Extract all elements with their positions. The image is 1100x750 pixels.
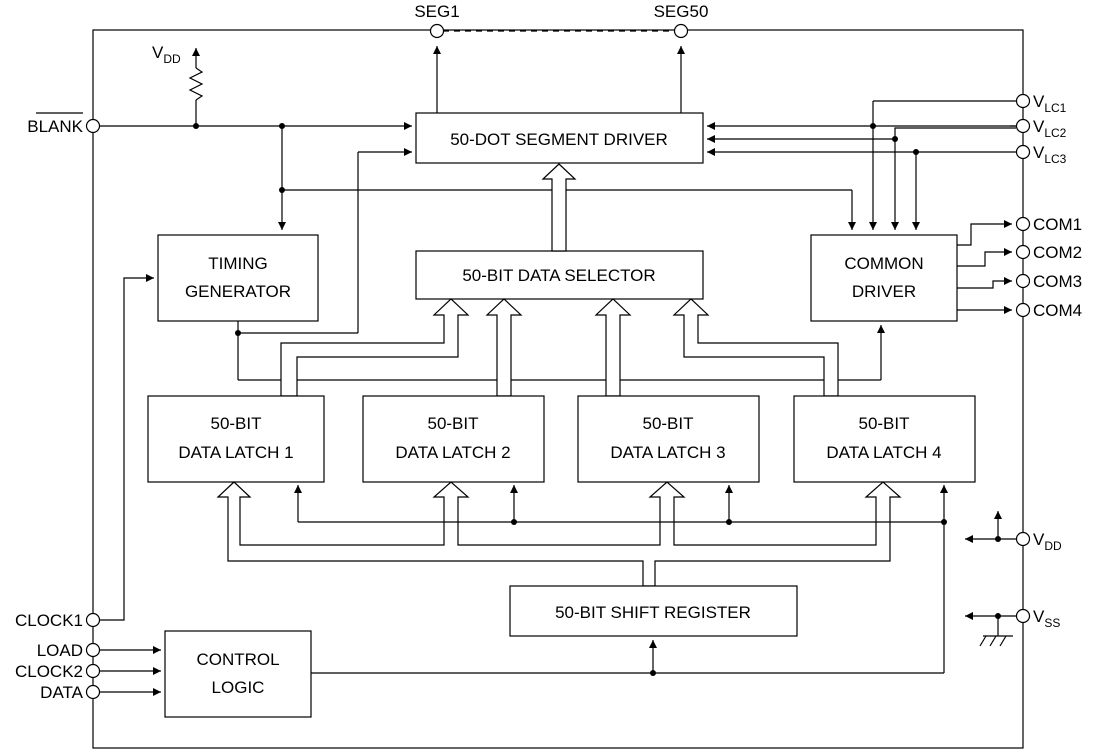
seg1-label: SEG1 (414, 2, 459, 21)
data-latch-2-label-2: DATA LATCH 2 (395, 443, 510, 462)
com2-label: COM2 (1033, 243, 1082, 262)
vss-label: VSS (1033, 607, 1060, 630)
shift-register-label: 50-BIT SHIFT REGISTER (555, 603, 751, 622)
vlc3-label: VLC3 (1033, 143, 1067, 166)
data-latch-4-label-2: DATA LATCH 4 (826, 443, 941, 462)
com1-label: COM1 (1033, 215, 1082, 234)
vlc3-pin (1015, 144, 1031, 160)
data-selector-label: 50-BIT DATA SELECTOR (462, 266, 655, 285)
clock1-label: CLOCK1 (15, 611, 83, 630)
vdd-top-label: VDD (152, 43, 181, 66)
data-latch-2-label-1: 50-BIT (427, 414, 478, 433)
vdd-right-pin (1015, 531, 1031, 547)
vlc2-pin (1015, 118, 1031, 134)
data-latch-3-label-1: 50-BIT (642, 414, 693, 433)
common-driver-label-1: COMMON (844, 254, 923, 273)
data-latch-1-label-1: 50-BIT (210, 414, 261, 433)
vdd-pullup (188, 48, 204, 126)
data-latch-3-label-2: DATA LATCH 3 (610, 443, 725, 462)
data-label: DATA (40, 683, 83, 702)
clock2-label: CLOCK2 (15, 662, 83, 681)
load-label: LOAD (37, 641, 83, 660)
vlc2-label: VLC2 (1033, 117, 1067, 140)
data-latch-1-block (147, 395, 325, 483)
segment-driver-block (415, 112, 704, 164)
vlc1-label: VLC1 (1033, 92, 1067, 115)
data-latch-1-label-2: DATA LATCH 1 (178, 443, 293, 462)
control-logic-block (164, 630, 312, 718)
timing-generator-label-1: TIMING (208, 254, 268, 273)
clock2-pin (85, 663, 101, 679)
data-latch-4-label-1: 50-BIT (858, 414, 909, 433)
seg50-label: SEG50 (654, 2, 709, 21)
common-driver-block (810, 234, 958, 322)
clock1-pin (85, 612, 101, 628)
vlc1-pin (1015, 93, 1031, 109)
blank-label: BLANK (27, 117, 83, 136)
seg1-pin (429, 23, 445, 39)
control-logic-label-1: CONTROL (196, 650, 279, 669)
chip-outline (92, 29, 1024, 749)
com3-label: COM3 (1033, 272, 1082, 291)
timing-generator-block (157, 234, 319, 322)
data-latch-4-block (793, 395, 976, 483)
com2-pin (1015, 244, 1031, 260)
timing-generator-label-2: GENERATOR (185, 282, 291, 301)
vdd-right-label: VDD (1033, 530, 1062, 553)
com4-pin (1015, 302, 1031, 318)
data-latch-2-block (362, 395, 545, 483)
com1-pin (1015, 216, 1031, 232)
vss-pin (1015, 608, 1031, 624)
seg50-pin (673, 23, 689, 39)
common-driver-label-2: DRIVER (852, 282, 916, 301)
segment-driver-label: 50-DOT SEGMENT DRIVER (450, 130, 668, 149)
control-logic-label-2: LOGIC (212, 678, 265, 697)
blank-pin (85, 118, 101, 134)
data-latch-3-block (577, 395, 760, 483)
data-pin (85, 684, 101, 700)
com3-pin (1015, 273, 1031, 289)
ground-icon (979, 635, 1013, 647)
load-pin (85, 642, 101, 658)
shift-register-block (509, 585, 798, 637)
com4-label: COM4 (1033, 301, 1082, 320)
